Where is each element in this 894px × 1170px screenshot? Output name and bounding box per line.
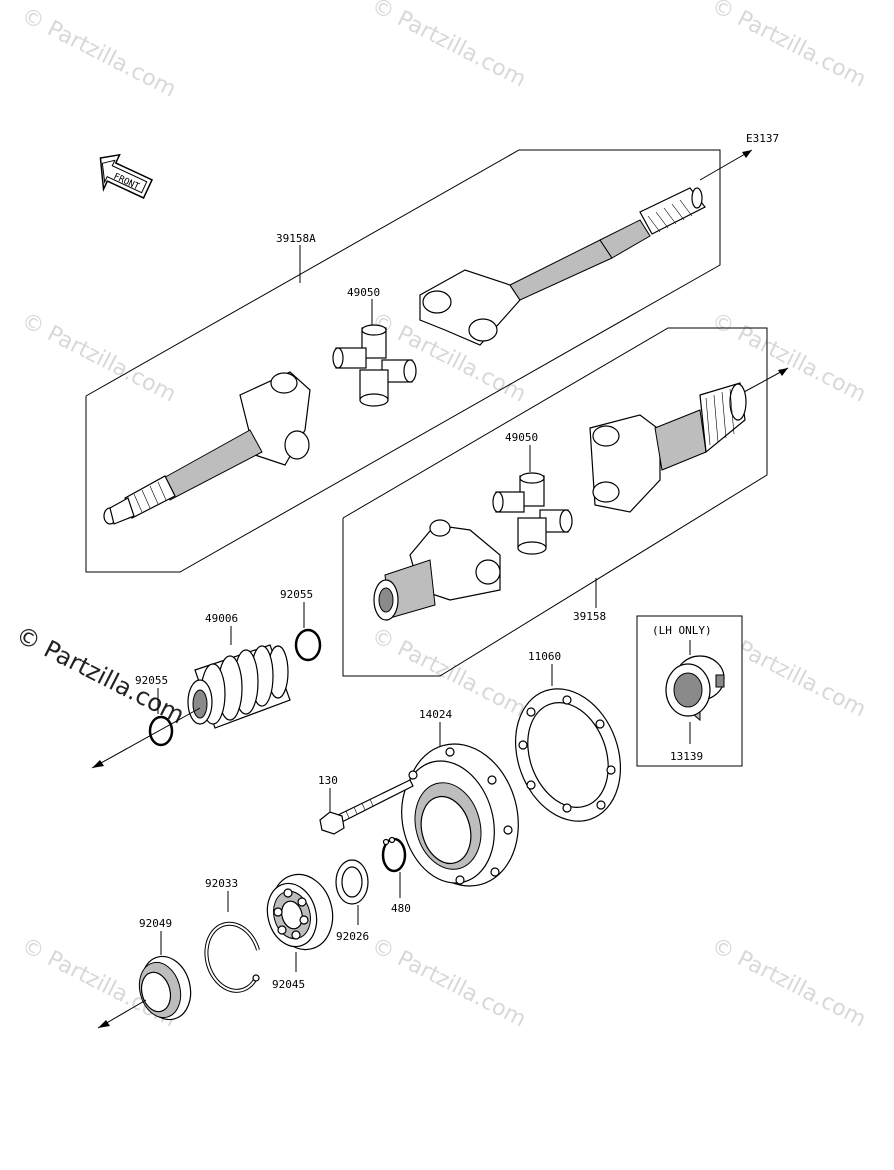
label-49050-upper: 49050 [347,286,380,299]
watermark: © Partzilla.com [707,0,870,92]
label-13139: 13139 [670,750,703,763]
universal-joint-49050-upper [332,324,417,407]
bolt-130 [319,779,414,835]
axle-shaft-39158A-inner [103,371,311,525]
label-480: 480 [391,902,411,915]
o-ring-92055-left [148,715,174,747]
label-49006: 49006 [205,612,238,625]
label-92026: 92026 [336,930,369,943]
housing-14024 [401,743,519,887]
label-39158: 39158 [573,610,606,623]
o-ring-92055-right [294,628,322,662]
bracket-39158 [342,327,789,677]
label-14024: 14024 [419,708,452,721]
watermark: © Partzilla.com [367,0,530,92]
lh-only-box: (LH ONLY) 13139 [636,615,743,767]
watermark: © Partzilla.com [707,933,870,1032]
watermark: © Partzilla.com [17,3,180,102]
label-92033: 92033 [205,877,238,890]
label-92055-right: 92055 [280,588,313,601]
gasket-11060 [514,688,622,822]
universal-joint-49050-middle [492,472,573,555]
label-92055-left: 92055 [135,674,168,687]
lh-only-caption: (LH ONLY) [652,624,712,637]
front-direction-arrow: FRONT [99,153,154,199]
watermark: © Partzilla.com [367,933,530,1032]
bracket-39158A [85,149,753,573]
washer-92026 [335,859,369,905]
label-11060: 11060 [528,650,561,663]
axle-shaft-39158A-outer [419,187,706,346]
cv-boot-49006 [187,644,291,729]
oil-seal-92049 [138,955,192,1021]
coupler-13139 [665,655,725,722]
axle-shaft-39158-inner [373,519,501,621]
bearing-92045 [266,873,334,951]
snap-ring-92033 [204,921,260,993]
label-130: 130 [318,774,338,787]
label-92045: 92045 [272,978,305,991]
circlip-480 [381,836,407,873]
label-39158A: 39158A [276,232,316,245]
label-49050-middle: 49050 [505,431,538,444]
label-92049: 92049 [139,917,172,930]
reference-code: E3137 [746,132,779,145]
watermark: © Partzilla.com [17,308,180,407]
axle-shaft-39158-outer [589,382,747,513]
